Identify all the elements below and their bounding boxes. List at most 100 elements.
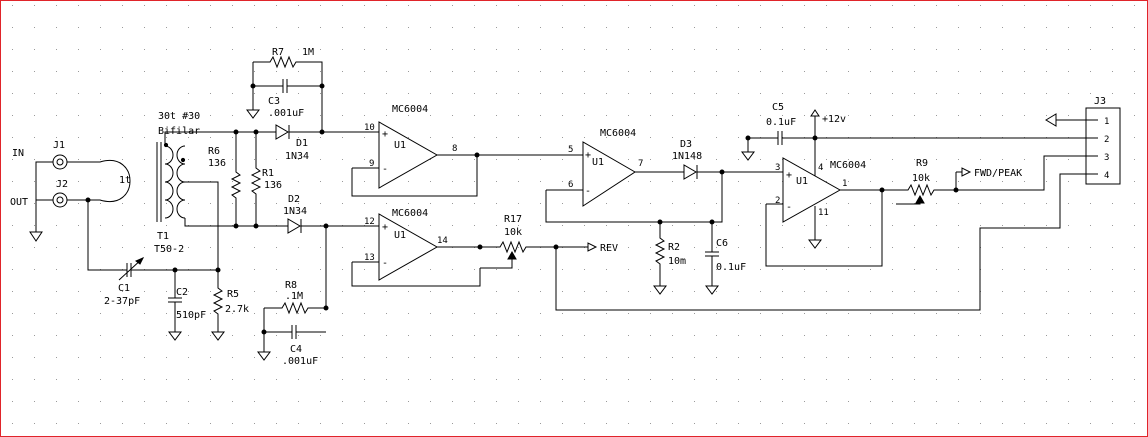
t1-centertap-lead	[185, 181, 219, 280]
opamp-u1-d	[765, 140, 883, 267]
pin-u1a-10: 10	[364, 123, 375, 133]
label-c5: C5	[772, 102, 784, 113]
j3-pin-stubs	[1086, 119, 1098, 175]
label-winding: 30t #30	[158, 111, 200, 122]
label-c4: C4	[290, 344, 302, 355]
label-r17: R17	[504, 214, 522, 225]
pin-u1a-plus: +	[382, 129, 388, 140]
pin-u1d-plus: +	[786, 170, 792, 181]
pin-u1b-14: 14	[437, 236, 448, 246]
pin-u1d-3: 3	[775, 163, 780, 173]
label-u1c-ref: U1	[592, 157, 604, 168]
label-u1c-part: MC6004	[600, 128, 636, 139]
c3-ground	[246, 86, 260, 119]
label-r1-value: 136	[264, 180, 282, 191]
r9-pot	[882, 171, 962, 205]
pin-u1a-9: 9	[369, 159, 374, 169]
label-u1b-part: MC6004	[392, 208, 428, 219]
u1c-feedback	[545, 172, 723, 223]
pin-u1b-12: 12	[364, 217, 375, 227]
label-c5-value: 0.1uF	[766, 117, 796, 128]
label-c2-value: 510pF	[176, 310, 206, 321]
label-r2: R2	[668, 242, 680, 253]
label-rev: REV	[600, 243, 618, 254]
label-u1a-part: MC6004	[392, 104, 428, 115]
r7-feedback	[253, 55, 323, 132]
pin-u1d-4: 4	[818, 163, 823, 173]
pin-j3-4: 4	[1104, 171, 1109, 181]
one-turn-link	[67, 159, 131, 203]
r6-resistor	[230, 132, 242, 226]
connector-j2	[52, 192, 68, 208]
connector-j1	[52, 154, 68, 170]
pin-u1c-plus: +	[585, 150, 591, 161]
pin-u1c-7: 7	[638, 159, 643, 169]
label-r7-value: 1M	[302, 47, 314, 58]
label-d1: D1	[296, 138, 308, 149]
label-r5-value: 2.7k	[225, 304, 249, 315]
label-u1d-ref: U1	[796, 176, 808, 187]
c4-ground	[257, 332, 271, 361]
pin-u1d-minus: -	[786, 202, 792, 213]
label-d3: D3	[680, 139, 692, 150]
t1-bottom-lead	[184, 218, 280, 227]
pin-u1a-minus: -	[382, 164, 388, 175]
junction-dots	[85, 83, 959, 335]
c2-cap	[168, 270, 182, 341]
label-vcc: +12v	[822, 114, 846, 125]
pin-u1b-minus: -	[382, 258, 388, 269]
fwd-to-j3-wire	[956, 155, 1086, 191]
label-r8-value: .1M	[285, 291, 303, 302]
label-c4-value: .001uF	[282, 356, 318, 367]
label-d1-part: 1N34	[285, 151, 309, 162]
diode-d3	[683, 164, 783, 180]
label-t1: T1	[157, 231, 169, 242]
j1-j2-shield	[35, 161, 53, 201]
pin-u1a-8: 8	[452, 144, 457, 154]
connector-j3	[1085, 107, 1121, 185]
label-in: IN	[12, 148, 24, 159]
pin-u1d-1: 1	[842, 179, 847, 189]
opamp-u1-c	[546, 141, 684, 207]
label-r2-value: 10m	[668, 256, 686, 267]
label-j1: J1	[53, 140, 65, 151]
pin-u1d-11: 11	[818, 208, 829, 218]
label-r6-value: 136	[208, 158, 226, 169]
rev-port-arrow	[587, 242, 598, 252]
r5-resistor	[211, 280, 225, 341]
label-u1b-ref: U1	[394, 230, 406, 241]
label-r1: R1	[262, 168, 274, 179]
label-c6-value: 0.1uF	[716, 262, 746, 273]
label-t1-core: T50-2	[154, 244, 184, 255]
fwd-port-arrow	[961, 167, 972, 177]
label-j3: J3	[1094, 96, 1106, 107]
rev-to-j3-wire	[555, 173, 1086, 311]
pin-j3-2: 2	[1104, 135, 1109, 145]
r1-resistor	[250, 132, 262, 226]
label-d2: D2	[288, 194, 300, 205]
label-r8: R8	[285, 280, 297, 291]
c1-trimmer-cap	[118, 257, 218, 281]
label-d2-part: 1N34	[283, 206, 307, 217]
pin-u1c-6: 6	[568, 180, 573, 190]
label-c6: C6	[716, 238, 728, 249]
pin-j3-3: 3	[1104, 153, 1109, 163]
pin-u1d-2: 2	[775, 196, 780, 206]
label-out: OUT	[10, 197, 28, 208]
label-d3-part: 1N148	[672, 151, 702, 162]
j2-line-to-c1	[87, 200, 118, 271]
label-c2: C2	[176, 287, 188, 298]
label-c1-value: 2-37pF	[104, 296, 140, 307]
label-c3-value: .001uF	[268, 108, 304, 119]
r17-pot	[480, 240, 556, 269]
t1-top-lead	[164, 131, 264, 146]
pin-u1c-5: 5	[568, 145, 573, 155]
label-u1a-ref: U1	[394, 140, 406, 151]
opamp-u1-a	[351, 121, 478, 197]
opamp-u1-b	[351, 213, 481, 287]
label-link-turns: 1t	[119, 175, 131, 186]
pin-u1c-minus: -	[585, 186, 591, 197]
